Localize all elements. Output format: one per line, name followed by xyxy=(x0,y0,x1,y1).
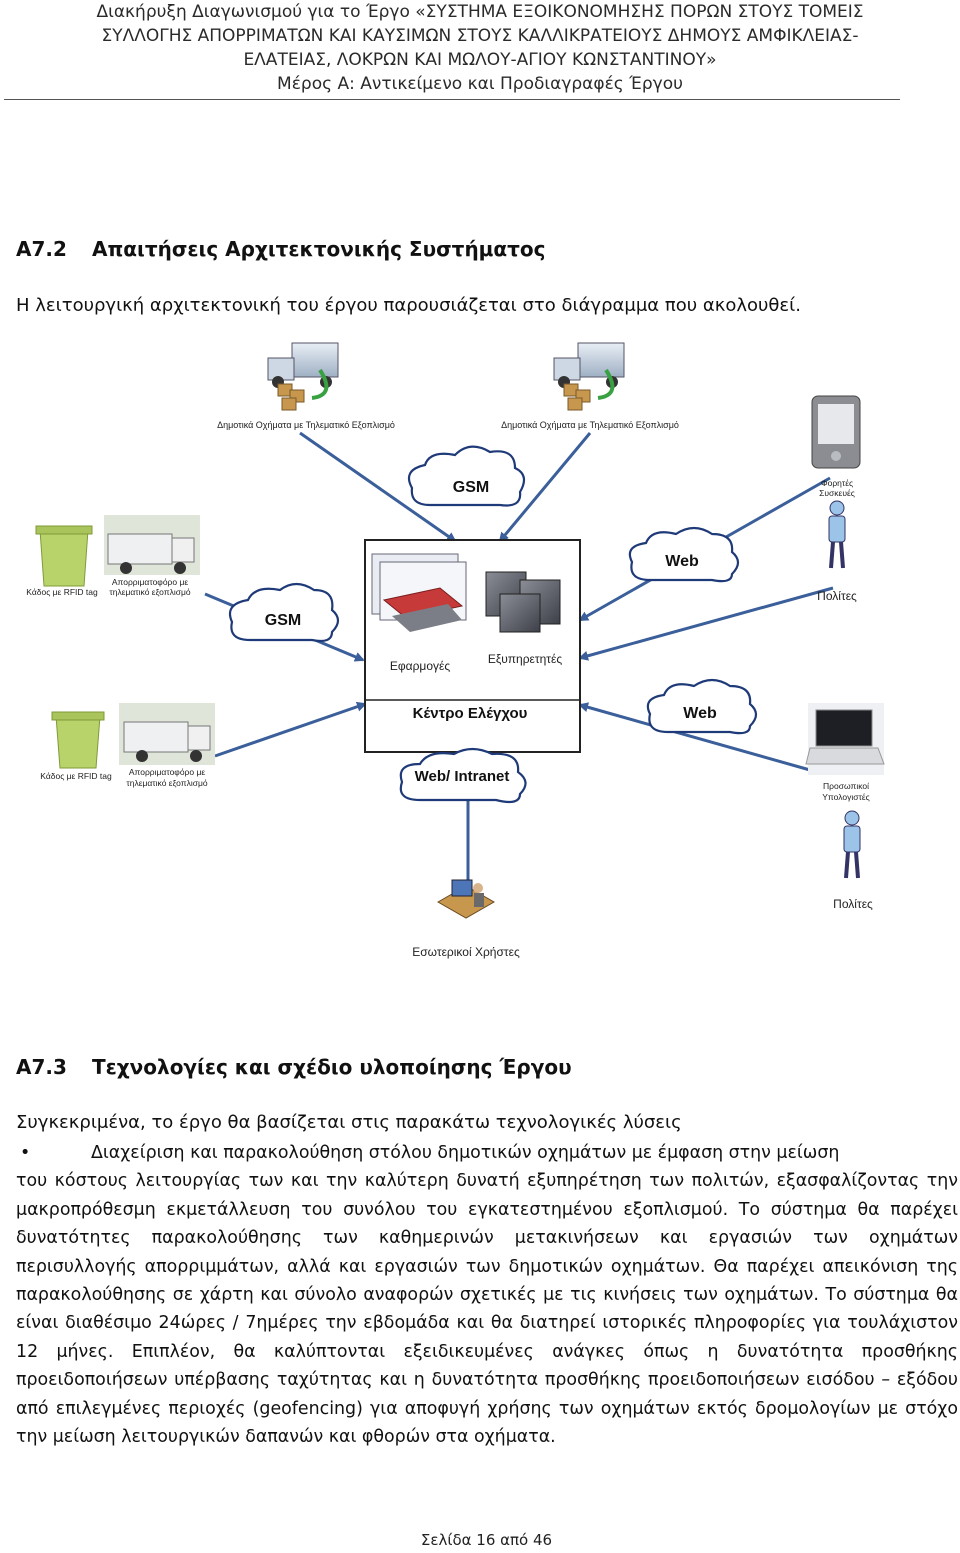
municipal-truck-right-icon xyxy=(553,342,625,411)
bullet-first-text: Διαχείριση και παρακολούθηση στόλου δημο… xyxy=(91,1143,840,1163)
gsm-left-label: GSM xyxy=(265,612,301,629)
laptop-icon xyxy=(805,703,885,775)
mobile-label-1: Φορητές xyxy=(821,478,853,488)
header-line-3: ΕΛΑΤΕΙΑΣ, ΛΟΚΡΩΝ ΚΑΙ ΜΩΛΟΥ-ΑΓΙΟΥ ΚΩΝΣΤΑΝ… xyxy=(243,50,717,70)
applications-icon xyxy=(371,553,467,632)
lead-paragraph: Συγκεκριμένα, το έργο θα βασίζεται στις … xyxy=(16,1112,682,1133)
header-divider xyxy=(4,99,900,100)
section-heading-a73: Α7.3 Τεχνολογίες και σχέδιο υλοποίησης Έρ… xyxy=(16,1055,572,1079)
document-header: Διακήρυξη Διαγωνισμού για το Έργο «ΣΥΣΤΗ… xyxy=(0,0,960,96)
pc-label-1: Προσωπικοί xyxy=(823,781,869,791)
gsm-cloud-left xyxy=(228,582,340,643)
bullet-first-line: • Διαχείριση και παρακολούθηση στόλου δημ… xyxy=(16,1139,958,1167)
rfid-bin-2-icon xyxy=(51,711,105,769)
rfid-bin-1-icon xyxy=(35,525,93,587)
garbage-truck-1-icon xyxy=(104,515,200,575)
control-center-label: Κέντρο Ελέγχου xyxy=(413,705,528,722)
arrow-truck-right-center xyxy=(498,432,592,543)
garbage-2-label-1: Απορριματοφόρο με xyxy=(129,767,206,777)
municipal-truck-left-icon xyxy=(267,342,339,411)
applications-label: Εφαρμογές xyxy=(390,659,450,673)
section-number: Α7.2 xyxy=(16,237,67,261)
pc-label-2: Υπολογιστές xyxy=(822,792,869,802)
intranet-cloud xyxy=(399,747,527,804)
citizens-top-label: Πολίτες xyxy=(817,589,857,603)
gsm-top-label: GSM xyxy=(453,479,489,496)
web-top-label: Web xyxy=(665,553,699,570)
bin-2-label: Κάδος με RFID tag xyxy=(40,771,112,781)
web-cloud-top xyxy=(628,526,740,583)
bin-1-label: Κάδος με RFID tag xyxy=(26,587,98,597)
page-footer: Σελίδα 16 από 46 xyxy=(420,1531,553,1549)
servers-label: Εξυπηρετητές xyxy=(488,652,563,666)
section-heading-a72: Α7.2 Απαιτήσεις Αρχιτεκτονικής Συστήματος xyxy=(16,237,546,261)
bullet-paragraph: • Διαχείριση και παρακολούθηση στόλου δημ… xyxy=(16,1139,958,1451)
citizens-bottom-label: Πολίτες xyxy=(833,897,873,911)
arrow-truck-left-center xyxy=(299,431,457,543)
arrow-citizens-center xyxy=(578,586,834,661)
garbage-1-label-1: Απορριματοφόρο με xyxy=(112,577,189,587)
mobile-device-icon xyxy=(811,395,861,469)
section-number: Α7.3 xyxy=(16,1055,67,1079)
internal-user-workstation-icon xyxy=(436,879,496,919)
bullet-body-text: του κόστους λειτουργίας των και την καλύ… xyxy=(16,1171,958,1448)
architecture-diagram: Δημοτικά Οχήματα με Τηλεματικό Εξοπλισμό… xyxy=(26,342,885,959)
header-line-4: Μέρος Α: Αντικείμενο και Προδιαγραφές Έρ… xyxy=(277,74,683,94)
garbage-2-label-2: τηλεματικό εξοπλισμό xyxy=(126,778,208,788)
citizen-person-top-icon xyxy=(828,500,846,569)
garbage-1-label-2: τηλεματικό εξοπλισμό xyxy=(109,587,191,597)
section-title-text: Τεχνολογίες και σχέδιο υλοποίησης Έργου xyxy=(92,1055,572,1079)
header-line-2: ΣΥΛΛΟΓΗΣ ΑΠΟΡΡΙΜΑΤΩΝ ΚΑΙ ΚΑΥΣΙΜΩΝ ΣΤΟΥΣ … xyxy=(101,26,859,46)
bullet-marker: • xyxy=(20,1143,31,1163)
gsm-cloud-top xyxy=(407,445,526,507)
internal-users-label: Εσωτερικοί Χρήστες xyxy=(412,945,520,959)
garbage-truck-2-icon xyxy=(119,703,215,765)
truck-right-label: Δημοτικά Οχήματα με Τηλεματικό Εξοπλισμό xyxy=(501,420,679,430)
web-right-label: Web xyxy=(683,705,717,722)
mobile-label-2: Συσκευές xyxy=(819,488,855,498)
servers-icon xyxy=(485,571,561,633)
arrow-garbage2-center xyxy=(214,701,367,758)
web-cloud-right xyxy=(646,678,758,735)
citizen-person-bottom-icon xyxy=(843,810,861,879)
arrow-pc-center xyxy=(578,702,811,772)
section-title-text: Απαιτήσεις Αρχιτεκτονικής Συστήματος xyxy=(92,237,546,261)
intro-paragraph: Η λειτουργική αρχιτεκτονική του έργου πα… xyxy=(16,295,801,316)
header-line-1: Διακήρυξη Διαγωνισμού για το Έργο «ΣΥΣΤΗ… xyxy=(96,2,864,22)
intranet-label: Web/ Intranet xyxy=(415,768,510,785)
truck-left-label: Δημοτικά Οχήματα με Τηλεματικό Εξοπλισμό xyxy=(217,420,395,430)
